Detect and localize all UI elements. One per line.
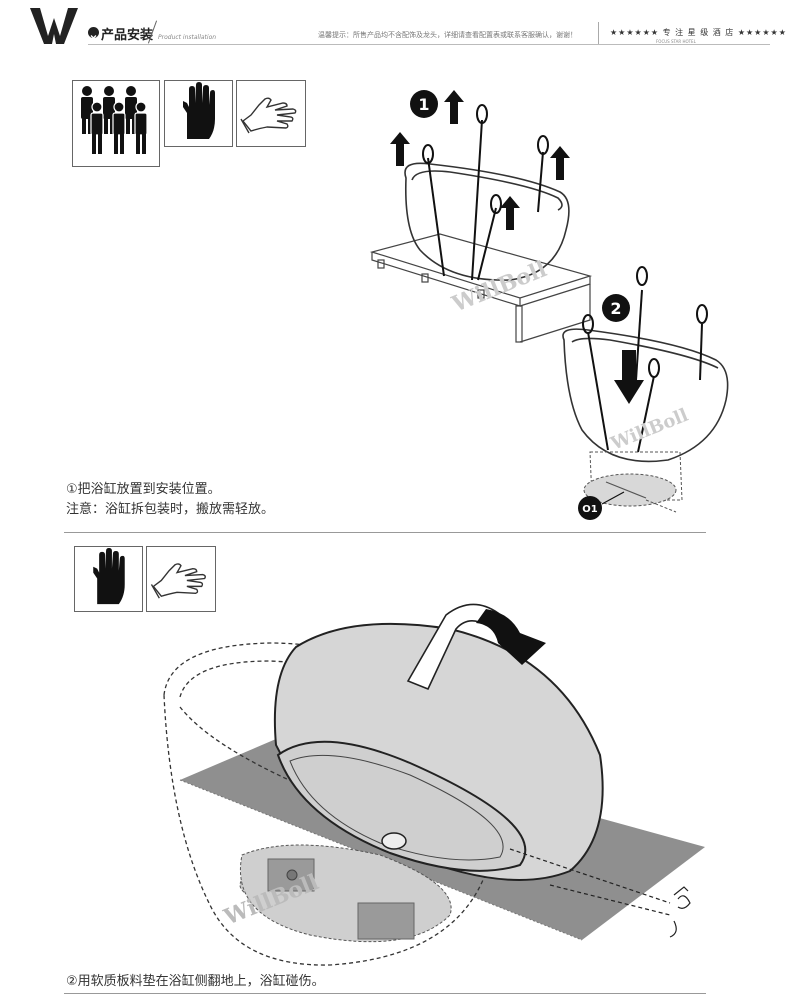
tipping-illustration: WillBoll: [163, 603, 705, 966]
arrow-up-icon: [390, 90, 570, 230]
brand-logo: [30, 8, 78, 44]
step-1-caption: ①把浴缸放置到安装位置。: [66, 482, 221, 497]
header-divider: [598, 22, 599, 44]
step-2-badge: 2: [602, 294, 630, 322]
step-2-caption: ②用软质板料垫在浴缸侧翻地上，浴缸碰伤。: [66, 974, 325, 989]
step-1-badge: 1: [410, 90, 438, 118]
section-divider: [64, 993, 706, 994]
lifting-straps: [582, 266, 708, 453]
page-title: 产品安装: [101, 28, 154, 43]
lifting-straps: [422, 104, 549, 281]
rotate-arrow-icon: [406, 603, 546, 691]
eye-icon: [509, 848, 691, 938]
step-1-note: 注意：浴缸拆包装时，搬放需轻放。: [66, 502, 275, 517]
page-subtitle: Product installation: [158, 34, 217, 41]
soft-pad: [239, 844, 452, 943]
section-divider: [64, 532, 706, 533]
notice-text: 温馨提示：所售产品均不含配饰及龙头，详细请查看配置表或联系客服确认，谢谢！: [318, 31, 577, 39]
svg-text:O1: O1: [582, 504, 598, 515]
watermark: WillBoll: [448, 256, 551, 318]
bathtub-outline: [404, 162, 570, 281]
drain-label: O1: [578, 496, 602, 520]
chevron-down-icon: [88, 27, 99, 39]
raised-hand-icon: [164, 80, 233, 147]
tipped-bathtub: [273, 622, 604, 881]
svg-text:1: 1: [418, 95, 429, 114]
arrow-down-icon: [614, 350, 644, 404]
star-hotel-banner: ★★★★★★ 专 注 星 级 酒 店 ★★★★★★: [610, 28, 787, 37]
star-hotel-subtitle: FOCUS STAR HOTEL: [656, 39, 696, 44]
glove-icon: [146, 546, 216, 612]
raised-hand-icon: [74, 546, 143, 612]
lifting-illustration: 1 WillBoll 2 WillBoll O1: [369, 90, 729, 520]
glove-icon: [236, 80, 306, 147]
header-rule: [88, 44, 770, 45]
watermark: WillBoll: [607, 405, 691, 455]
four-people-icon: [72, 80, 160, 167]
svg-text:2: 2: [610, 299, 621, 318]
pallet: [369, 233, 593, 343]
